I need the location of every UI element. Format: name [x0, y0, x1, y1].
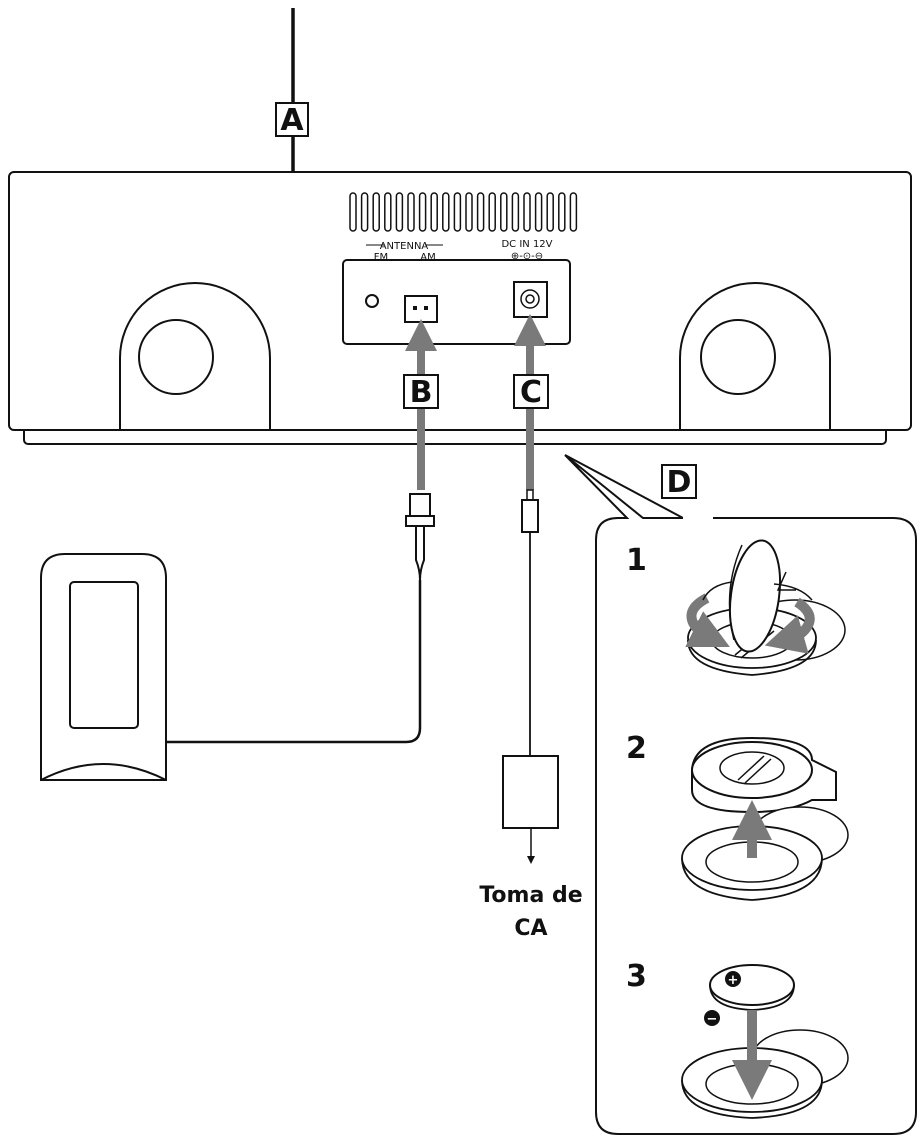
step-2-illustration: [681, 736, 849, 901]
am-antenna-plug: [405, 493, 435, 581]
step-3-illustration: + −: [681, 964, 849, 1119]
label-d: D: [661, 464, 697, 500]
vent-slot: [360, 192, 369, 232]
am-antenna-cable: [166, 580, 422, 744]
dc-jack: [513, 281, 548, 318]
plus-sign: +: [728, 973, 739, 988]
fm-label: FM: [374, 252, 388, 263]
step-2-number: 2: [626, 731, 647, 766]
vent-slot: [500, 192, 508, 232]
dc-plug: [521, 489, 539, 756]
vent-slot: [349, 192, 357, 232]
plus-icon: +: [725, 971, 741, 988]
am-socket: [404, 295, 438, 323]
am-loop-antenna: [40, 553, 167, 781]
step-1-number: 1: [626, 543, 647, 578]
vent-slot: [465, 192, 473, 232]
vent-slot: [442, 192, 450, 232]
vent-slot: [430, 192, 438, 232]
vent-slot: [511, 192, 520, 232]
minus-icon: −: [704, 1010, 720, 1027]
vent-slot: [407, 192, 415, 232]
left-foot: [119, 282, 271, 430]
label-a-text: A: [280, 103, 304, 138]
vent-slot: [476, 192, 485, 232]
ac-outlet-arrow: [527, 828, 535, 864]
dc-in-label: DC IN 12V: [501, 239, 552, 250]
dc-polarity-label: ⊕-⊙-⊖: [511, 251, 543, 262]
vent-slot: [534, 192, 543, 232]
vent-slots: [349, 192, 578, 232]
ac-adapter: [502, 755, 559, 829]
vent-slot: [523, 192, 531, 232]
label-c-text: C: [520, 375, 542, 410]
step-3-number: 3: [626, 959, 647, 994]
antenna-label: ANTENNA: [380, 241, 429, 252]
label-c: C: [513, 374, 549, 410]
vent-slot: [488, 192, 496, 232]
ac-outlet-line2: CA: [514, 916, 547, 941]
am-label: AM: [420, 252, 435, 263]
vent-slot: [384, 192, 392, 232]
vent-slot: [558, 192, 566, 232]
step-1-illustration: [685, 539, 846, 676]
minus-sign: −: [707, 1012, 718, 1027]
ac-outlet-line1: Toma de: [479, 883, 582, 908]
vent-slot: [418, 192, 427, 232]
main-unit: ANTENNA FM AM DC IN 12V ⊕-⊙-⊖: [8, 171, 912, 445]
label-d-text: D: [667, 465, 692, 500]
right-foot: [679, 282, 831, 430]
vent-slot: [395, 192, 404, 232]
vent-slot: [569, 192, 578, 232]
label-b-text: B: [410, 375, 433, 410]
vent-slot: [546, 192, 554, 232]
vent-slot: [372, 192, 380, 232]
label-b: B: [403, 374, 439, 410]
vent-slot: [453, 192, 462, 232]
label-a: A: [275, 102, 309, 138]
fm-jack: [365, 294, 379, 308]
